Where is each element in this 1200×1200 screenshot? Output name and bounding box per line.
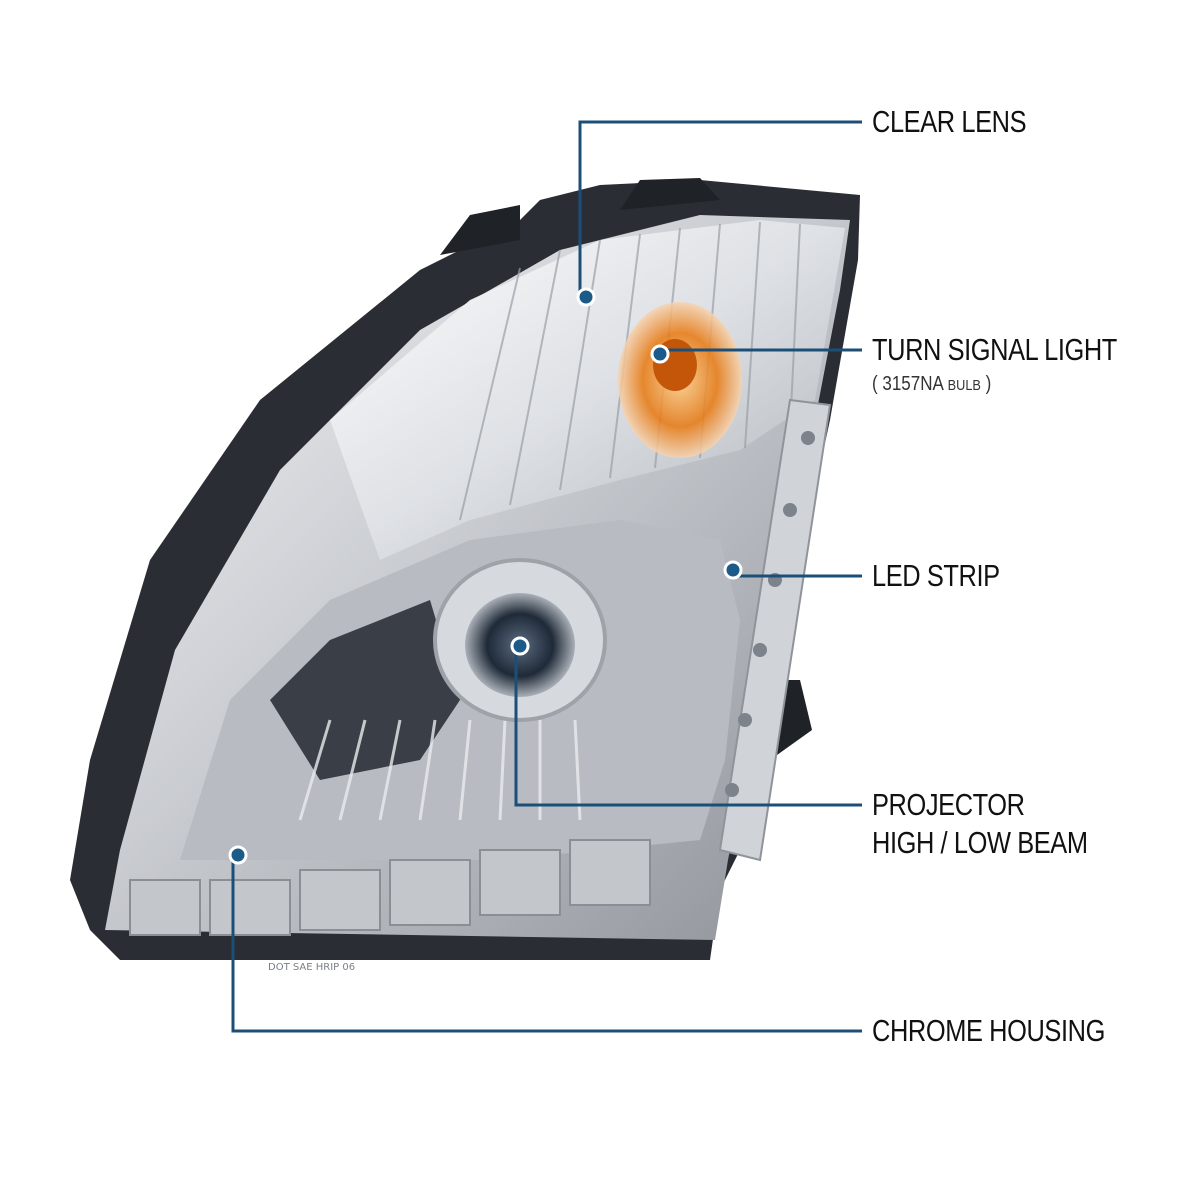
callout-dot-projector bbox=[510, 636, 530, 656]
note-bulb-word: BULB bbox=[947, 377, 981, 394]
lens-ribs bbox=[459, 221, 801, 521]
bottom-led-cubes bbox=[129, 839, 651, 936]
note-bulb-model: 3157NA bbox=[882, 373, 943, 395]
clear-lens-panel bbox=[330, 220, 845, 560]
mounting-tab-right bbox=[620, 178, 720, 210]
label-turn-signal-bulb-note: ( 3157NA BULB ) bbox=[872, 372, 991, 398]
callout-dot-chrome-housing bbox=[228, 845, 248, 865]
callout-dot-clear-lens bbox=[576, 287, 596, 307]
label-projector-line1: PROJECTOR bbox=[872, 787, 1025, 822]
label-projector-line2: HIGH / LOW BEAM bbox=[872, 825, 1088, 860]
callout-dot-turn-signal bbox=[650, 344, 670, 364]
callout-line-clear-lens bbox=[578, 120, 862, 297]
label-clear-lens: CLEAR LENS bbox=[872, 104, 1027, 139]
note-open-paren: ( bbox=[872, 373, 878, 395]
label-turn-signal-light: TURN SIGNAL LIGHT bbox=[872, 332, 1117, 367]
note-close-paren: ) bbox=[985, 373, 992, 395]
housing-marking: DOT SAE HRIP 06 bbox=[268, 962, 355, 973]
reflector-ribs bbox=[298, 719, 582, 821]
callout-lines bbox=[231, 120, 862, 1033]
callout-line-projector bbox=[514, 646, 862, 807]
callout-line-chrome-housing bbox=[231, 857, 862, 1033]
dark-cavity bbox=[270, 600, 460, 780]
label-led-strip: LED STRIP bbox=[872, 558, 1000, 593]
callout-dot-led-strip bbox=[723, 560, 743, 580]
callout-dots bbox=[228, 287, 743, 865]
label-chrome-housing: CHROME HOUSING bbox=[872, 1013, 1105, 1048]
mounting-tab-left bbox=[440, 205, 520, 255]
